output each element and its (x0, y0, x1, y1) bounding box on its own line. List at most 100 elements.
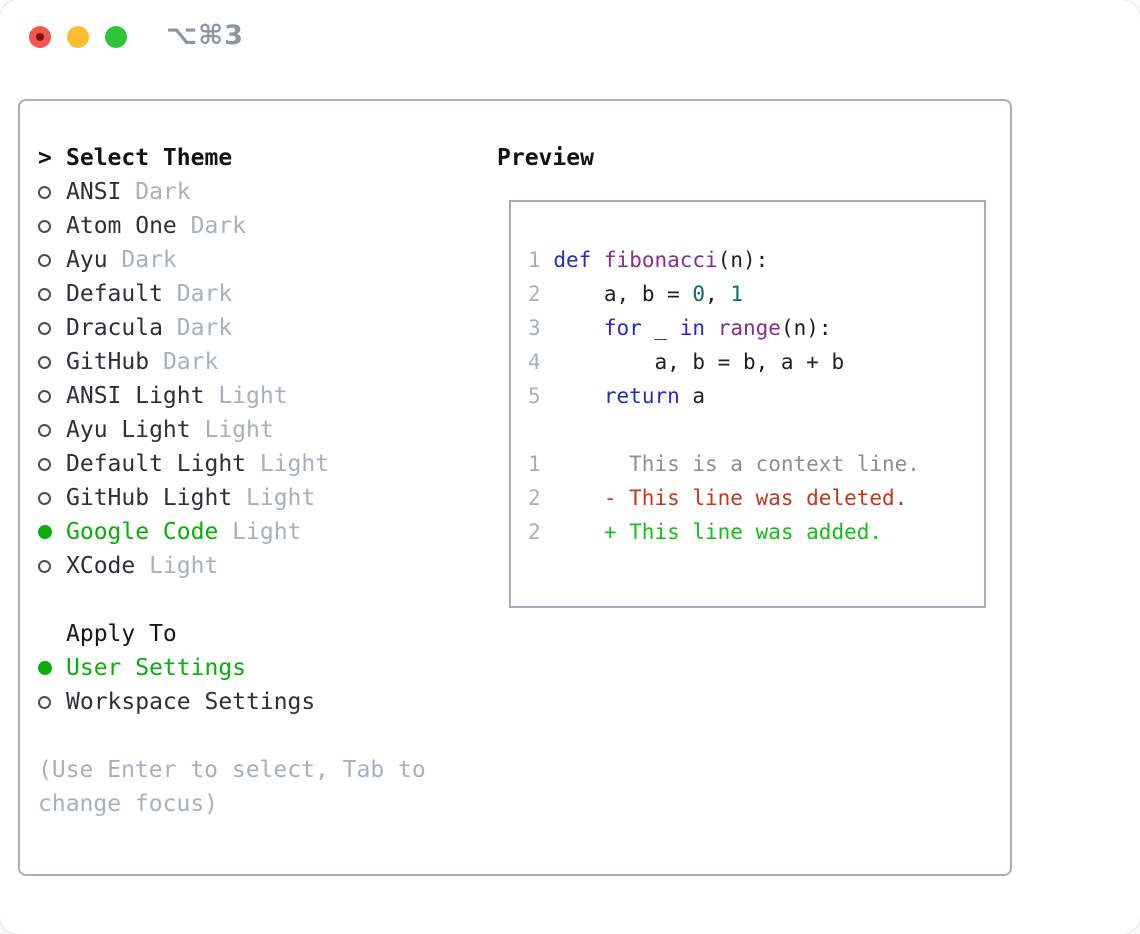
theme-variant: Dark (162, 349, 219, 375)
zoom-button[interactable] (105, 26, 127, 48)
code-token (553, 384, 604, 408)
spacer (38, 719, 484, 753)
apply-item-user-settings[interactable]: User Settings (38, 651, 484, 685)
radio-cell (38, 491, 66, 505)
diff-line-context: 1 This is a context line. (528, 447, 984, 481)
line-number: 5 (528, 384, 541, 408)
code-token: in (679, 316, 706, 340)
line-number: 1 (528, 248, 541, 272)
radio-selected-icon (38, 525, 52, 539)
theme-variant: Light (218, 383, 288, 409)
radio-cell (38, 559, 66, 573)
line-number: 3 (528, 316, 541, 340)
radio-icon (38, 355, 51, 369)
radio-icon (38, 287, 51, 301)
apply-to-title: Apply To (66, 621, 177, 647)
diff-line-added: 2 + This line was added. (528, 515, 984, 549)
radio-cell (38, 661, 66, 675)
apply-item-workspace-settings[interactable]: Workspace Settings (38, 685, 484, 719)
code-token: (n): (780, 316, 832, 340)
code-line: 3 for _ in range(n): (528, 311, 984, 345)
radio-cell (38, 423, 66, 437)
radio-icon (38, 253, 51, 267)
radio-cell (38, 457, 66, 471)
theme-list-header-row: > Select Theme (38, 141, 484, 175)
code-token: a, b = (553, 282, 693, 306)
minimize-button[interactable] (67, 26, 89, 48)
radio-cell (38, 355, 66, 369)
theme-variant: Dark (176, 281, 233, 307)
radio-icon (38, 389, 51, 403)
code-token (705, 316, 718, 340)
theme-name: XCode (66, 553, 136, 579)
code-token: , (705, 282, 731, 306)
theme-name: Ayu Light (66, 417, 191, 443)
main-panel (18, 99, 1012, 876)
radio-icon (38, 219, 51, 233)
theme-name: Atom One (66, 213, 177, 239)
code-token (553, 316, 604, 340)
code-line: 2 a, b = 0, 1 (528, 277, 984, 311)
line-number: 2 (528, 520, 541, 544)
diff-preview: 1 This is a context line.2 - This line w… (528, 447, 984, 549)
radio-icon (38, 423, 51, 437)
theme-variant: Dark (135, 179, 191, 205)
radio-cell (38, 389, 66, 403)
radio-icon (38, 457, 51, 471)
line-number: 2 (528, 486, 541, 510)
line-number: 1 (528, 452, 541, 476)
theme-name: ANSI Light (66, 383, 205, 409)
theme-variant: Light (246, 485, 316, 511)
spacer (528, 413, 984, 447)
theme-item-ansi-light[interactable]: ANSI Light Light (38, 379, 484, 413)
code-token: 1 (730, 282, 743, 306)
close-button[interactable] (29, 26, 51, 48)
preview-title: Preview (497, 145, 594, 171)
code-token: a, b = b, a + b (553, 350, 845, 374)
code-token: for (603, 316, 642, 340)
code-token: fibonacci (603, 248, 718, 272)
theme-name: Default (66, 281, 163, 307)
radio-cell (38, 695, 66, 709)
radio-cell (38, 287, 66, 301)
code-token: a (679, 384, 706, 408)
theme-name: GitHub Light (66, 485, 233, 511)
window-controls (29, 26, 127, 48)
theme-variant: Light (149, 553, 219, 579)
radio-icon (38, 185, 51, 199)
theme-item-default[interactable]: Default Dark (38, 277, 484, 311)
theme-name: Google Code (66, 519, 219, 545)
line-number: 4 (528, 350, 541, 374)
help-text: (Use Enter to select, Tab to change focu… (38, 757, 426, 817)
radio-cell (38, 185, 66, 199)
radio-icon (38, 321, 51, 335)
code-line: 5 return a (528, 379, 984, 413)
radio-icon (38, 695, 51, 709)
spacer (38, 583, 484, 617)
theme-item-github[interactable]: GitHub Dark (38, 345, 484, 379)
diff-text: This is a context line. (540, 452, 920, 476)
theme-variant: Dark (121, 247, 177, 273)
code-token: (n): (717, 248, 769, 272)
theme-name: GitHub (66, 349, 150, 375)
diff-text: + This line was added. (540, 520, 883, 544)
radio-icon (38, 491, 51, 505)
theme-item-github-light[interactable]: GitHub Light Light (38, 481, 484, 515)
code-token: 0 (692, 282, 706, 306)
theme-variant: Light (259, 451, 330, 477)
theme-item-xcode[interactable]: XCode Light (38, 549, 484, 583)
theme-name: Dracula (66, 315, 163, 341)
diff-line-deleted: 2 - This line was deleted. (528, 481, 984, 515)
window-title: ⌥⌘3 (166, 20, 244, 51)
